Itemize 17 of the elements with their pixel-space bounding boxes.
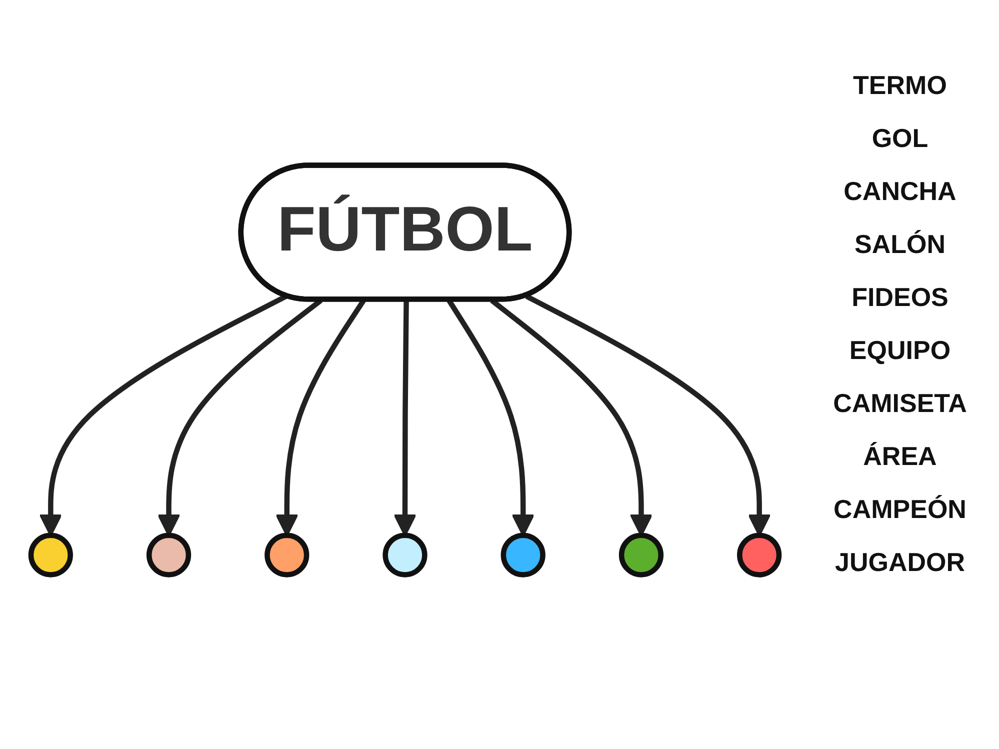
word-label: ÁREA	[863, 441, 937, 472]
word-label: CAMPEÓN	[834, 494, 966, 525]
node-circle	[382, 532, 428, 578]
word-label: FIDEOS	[852, 282, 948, 313]
node-circle	[146, 532, 192, 578]
word-label: CANCHA	[844, 176, 956, 207]
word-label: GOL	[872, 123, 928, 154]
node-circle	[618, 532, 664, 578]
word-label: SALÓN	[854, 229, 946, 260]
node-circle	[737, 532, 782, 578]
word-label: TERMO	[853, 70, 947, 101]
node-circle	[500, 532, 546, 578]
word-label: EQUIPO	[849, 335, 951, 366]
word-label: JUGADOR	[834, 547, 965, 578]
node-circle	[264, 532, 310, 578]
node-circle	[28, 532, 73, 578]
word-label: CAMISETA	[833, 388, 967, 419]
